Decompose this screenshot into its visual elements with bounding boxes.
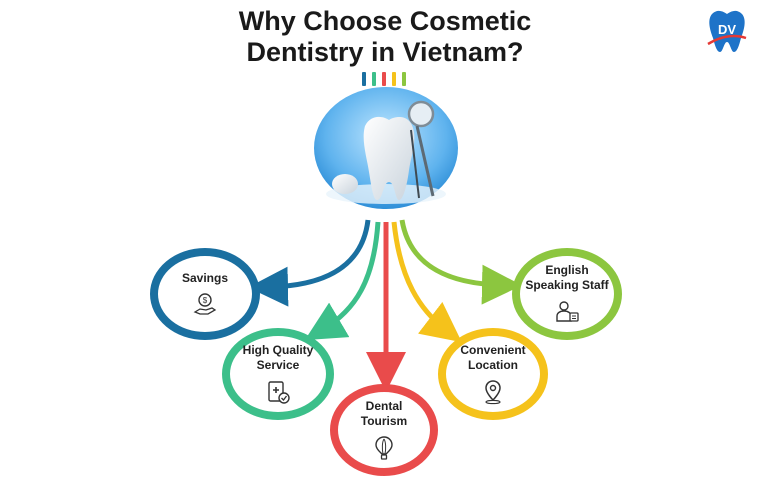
arrow-english <box>399 219 522 305</box>
logo-text: DV <box>718 22 736 37</box>
node-tourism-label: Dental Tourism <box>360 399 408 428</box>
node-savings-label: Savings <box>181 270 229 285</box>
arrow-location <box>391 221 462 343</box>
arrow-savings <box>248 219 371 307</box>
node-tourism: Dental Tourism <box>330 384 438 476</box>
title-line-1: Why Choose Cosmetic <box>238 6 532 36</box>
node-english-label: English Speaking Staff <box>525 263 609 292</box>
balloon-icon <box>375 436 393 460</box>
money-hand-icon: $ <box>193 292 217 315</box>
staff-person-icon <box>556 301 579 322</box>
node-english: English Speaking Staff <box>512 248 622 340</box>
dv-logo: DV <box>707 10 747 53</box>
svg-text:$: $ <box>203 296 208 305</box>
color-stripes <box>362 72 406 86</box>
node-savings: Savings $ <box>150 248 260 340</box>
medical-document-icon <box>268 381 290 404</box>
location-pin-icon <box>485 380 501 405</box>
title-line-2: Dentistry in Vietnam? <box>246 37 524 67</box>
arrow-quality <box>304 221 381 341</box>
tooth-illustration <box>314 87 458 209</box>
node-location-label: Convenient Location <box>460 343 526 372</box>
page-title: Why Choose Cosmetic Dentistry in Vietnam… <box>0 6 770 68</box>
node-quality: High Quality Service <box>222 328 334 420</box>
node-location: Convenient Location <box>438 328 548 420</box>
node-quality-label: High Quality Service <box>242 343 314 372</box>
